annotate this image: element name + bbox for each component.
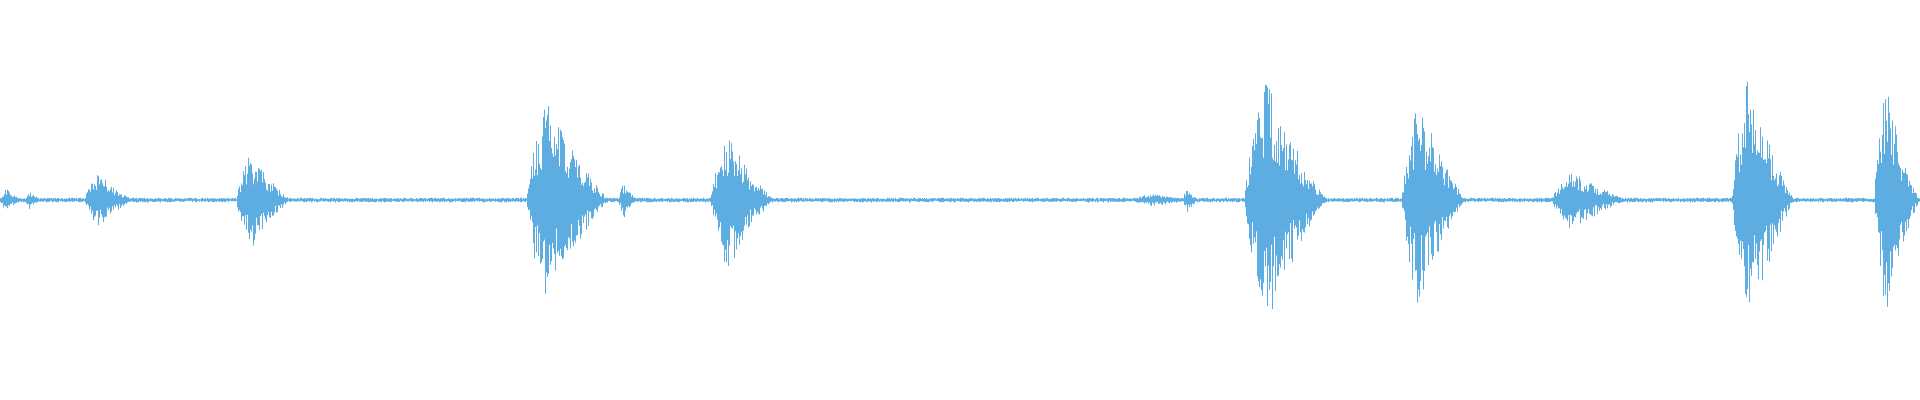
waveform-samples (0, 81, 1920, 310)
